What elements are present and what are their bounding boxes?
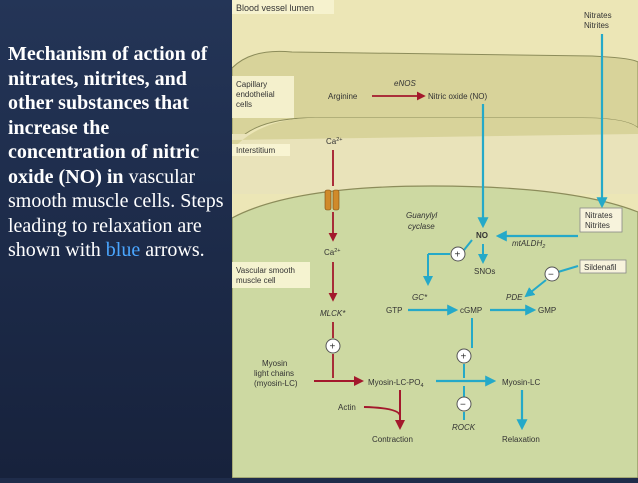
arrow-minus-pde bbox=[524, 279, 547, 298]
no-plus-icon bbox=[450, 246, 466, 262]
actin-label: Actin bbox=[338, 403, 356, 412]
contraction-label: Contraction bbox=[372, 435, 413, 444]
myosin-label: Myosin light chains (myosin-LC) bbox=[254, 359, 298, 388]
cgmp-plus-icon bbox=[456, 348, 472, 364]
myosin-lc-po4-label: Myosin-LC-PO4 bbox=[368, 378, 424, 389]
gc-label: GC* bbox=[412, 293, 428, 302]
sildenafil-minus-icon bbox=[544, 266, 560, 282]
sildenafil-label: Sildenafil bbox=[584, 263, 617, 272]
interstitium-region bbox=[232, 134, 638, 194]
arrow-sildenafil bbox=[557, 265, 579, 273]
endothelial-lower bbox=[232, 117, 638, 150]
gtp-label: GTP bbox=[386, 306, 402, 315]
endothelial-label: Capillary endothelial cells bbox=[236, 80, 277, 109]
myosin-lc-label: Myosin-LC bbox=[502, 378, 540, 387]
no-plus-sign: + bbox=[455, 250, 461, 261]
calcium-channel-icon bbox=[324, 189, 340, 211]
sildenafil-box bbox=[579, 259, 627, 274]
caption-blue-word: blue bbox=[105, 239, 141, 261]
relaxation-label: Relaxation bbox=[502, 435, 540, 444]
caption-bold: Mechanism of action of nitrates, nitrite… bbox=[8, 43, 208, 188]
smooth-muscle-label: Vascular smooth muscle cell bbox=[236, 266, 297, 285]
rock-minus-sign: − bbox=[460, 400, 466, 411]
guanylyl-cyclase-label: Guanylyl cyclase bbox=[406, 211, 439, 231]
interstitium-label: Interstitium bbox=[236, 146, 275, 155]
pde-label: PDE bbox=[506, 293, 523, 302]
nitric-oxide-label: Nitric oxide (NO) bbox=[428, 92, 487, 101]
mlck-label: MLCK* bbox=[320, 309, 346, 318]
cgmp-plus-sign: + bbox=[461, 352, 467, 363]
ca-mid-label: Ca2+ bbox=[324, 248, 341, 257]
caption-normal: vascular smooth muscle cells. Steps lead… bbox=[8, 165, 224, 262]
nitrates-box-label: Nitrates Nitrites bbox=[585, 211, 615, 230]
snos-label: SNOs bbox=[474, 267, 495, 276]
lumen-label: Blood vessel lumen bbox=[236, 3, 314, 13]
ca-top-label: Ca2+ bbox=[326, 137, 343, 146]
arginine-label: Arginine bbox=[328, 92, 358, 101]
nitrates-top-label: Nitrates Nitrites bbox=[584, 11, 614, 30]
mtaldh-label: mtALDH2 bbox=[512, 239, 545, 250]
mlck-plus-sign: + bbox=[330, 342, 336, 353]
rock-label: ROCK bbox=[452, 423, 476, 432]
nitrates-box bbox=[579, 207, 623, 233]
mlck-plus-icon bbox=[325, 338, 341, 354]
no-label: NO bbox=[476, 231, 488, 240]
smooth-muscle-region bbox=[231, 185, 638, 479]
nitric-oxide-diagram: Blood vessel lumen Capillary endothelial… bbox=[231, 0, 638, 479]
arrow-no-plus bbox=[463, 239, 473, 251]
gmp-label: GMP bbox=[538, 306, 556, 315]
cgmp-label: cGMP bbox=[460, 306, 482, 315]
rock-minus-icon bbox=[456, 396, 472, 412]
left-panel: Mechanism of action of nitrates, nitrite… bbox=[0, 0, 232, 478]
enos-label: eNOS bbox=[394, 79, 416, 88]
sildenafil-minus-sign: − bbox=[548, 270, 554, 281]
caption-end: arrows. bbox=[145, 239, 205, 261]
caption: Mechanism of action of nitrates, nitrite… bbox=[8, 42, 230, 263]
